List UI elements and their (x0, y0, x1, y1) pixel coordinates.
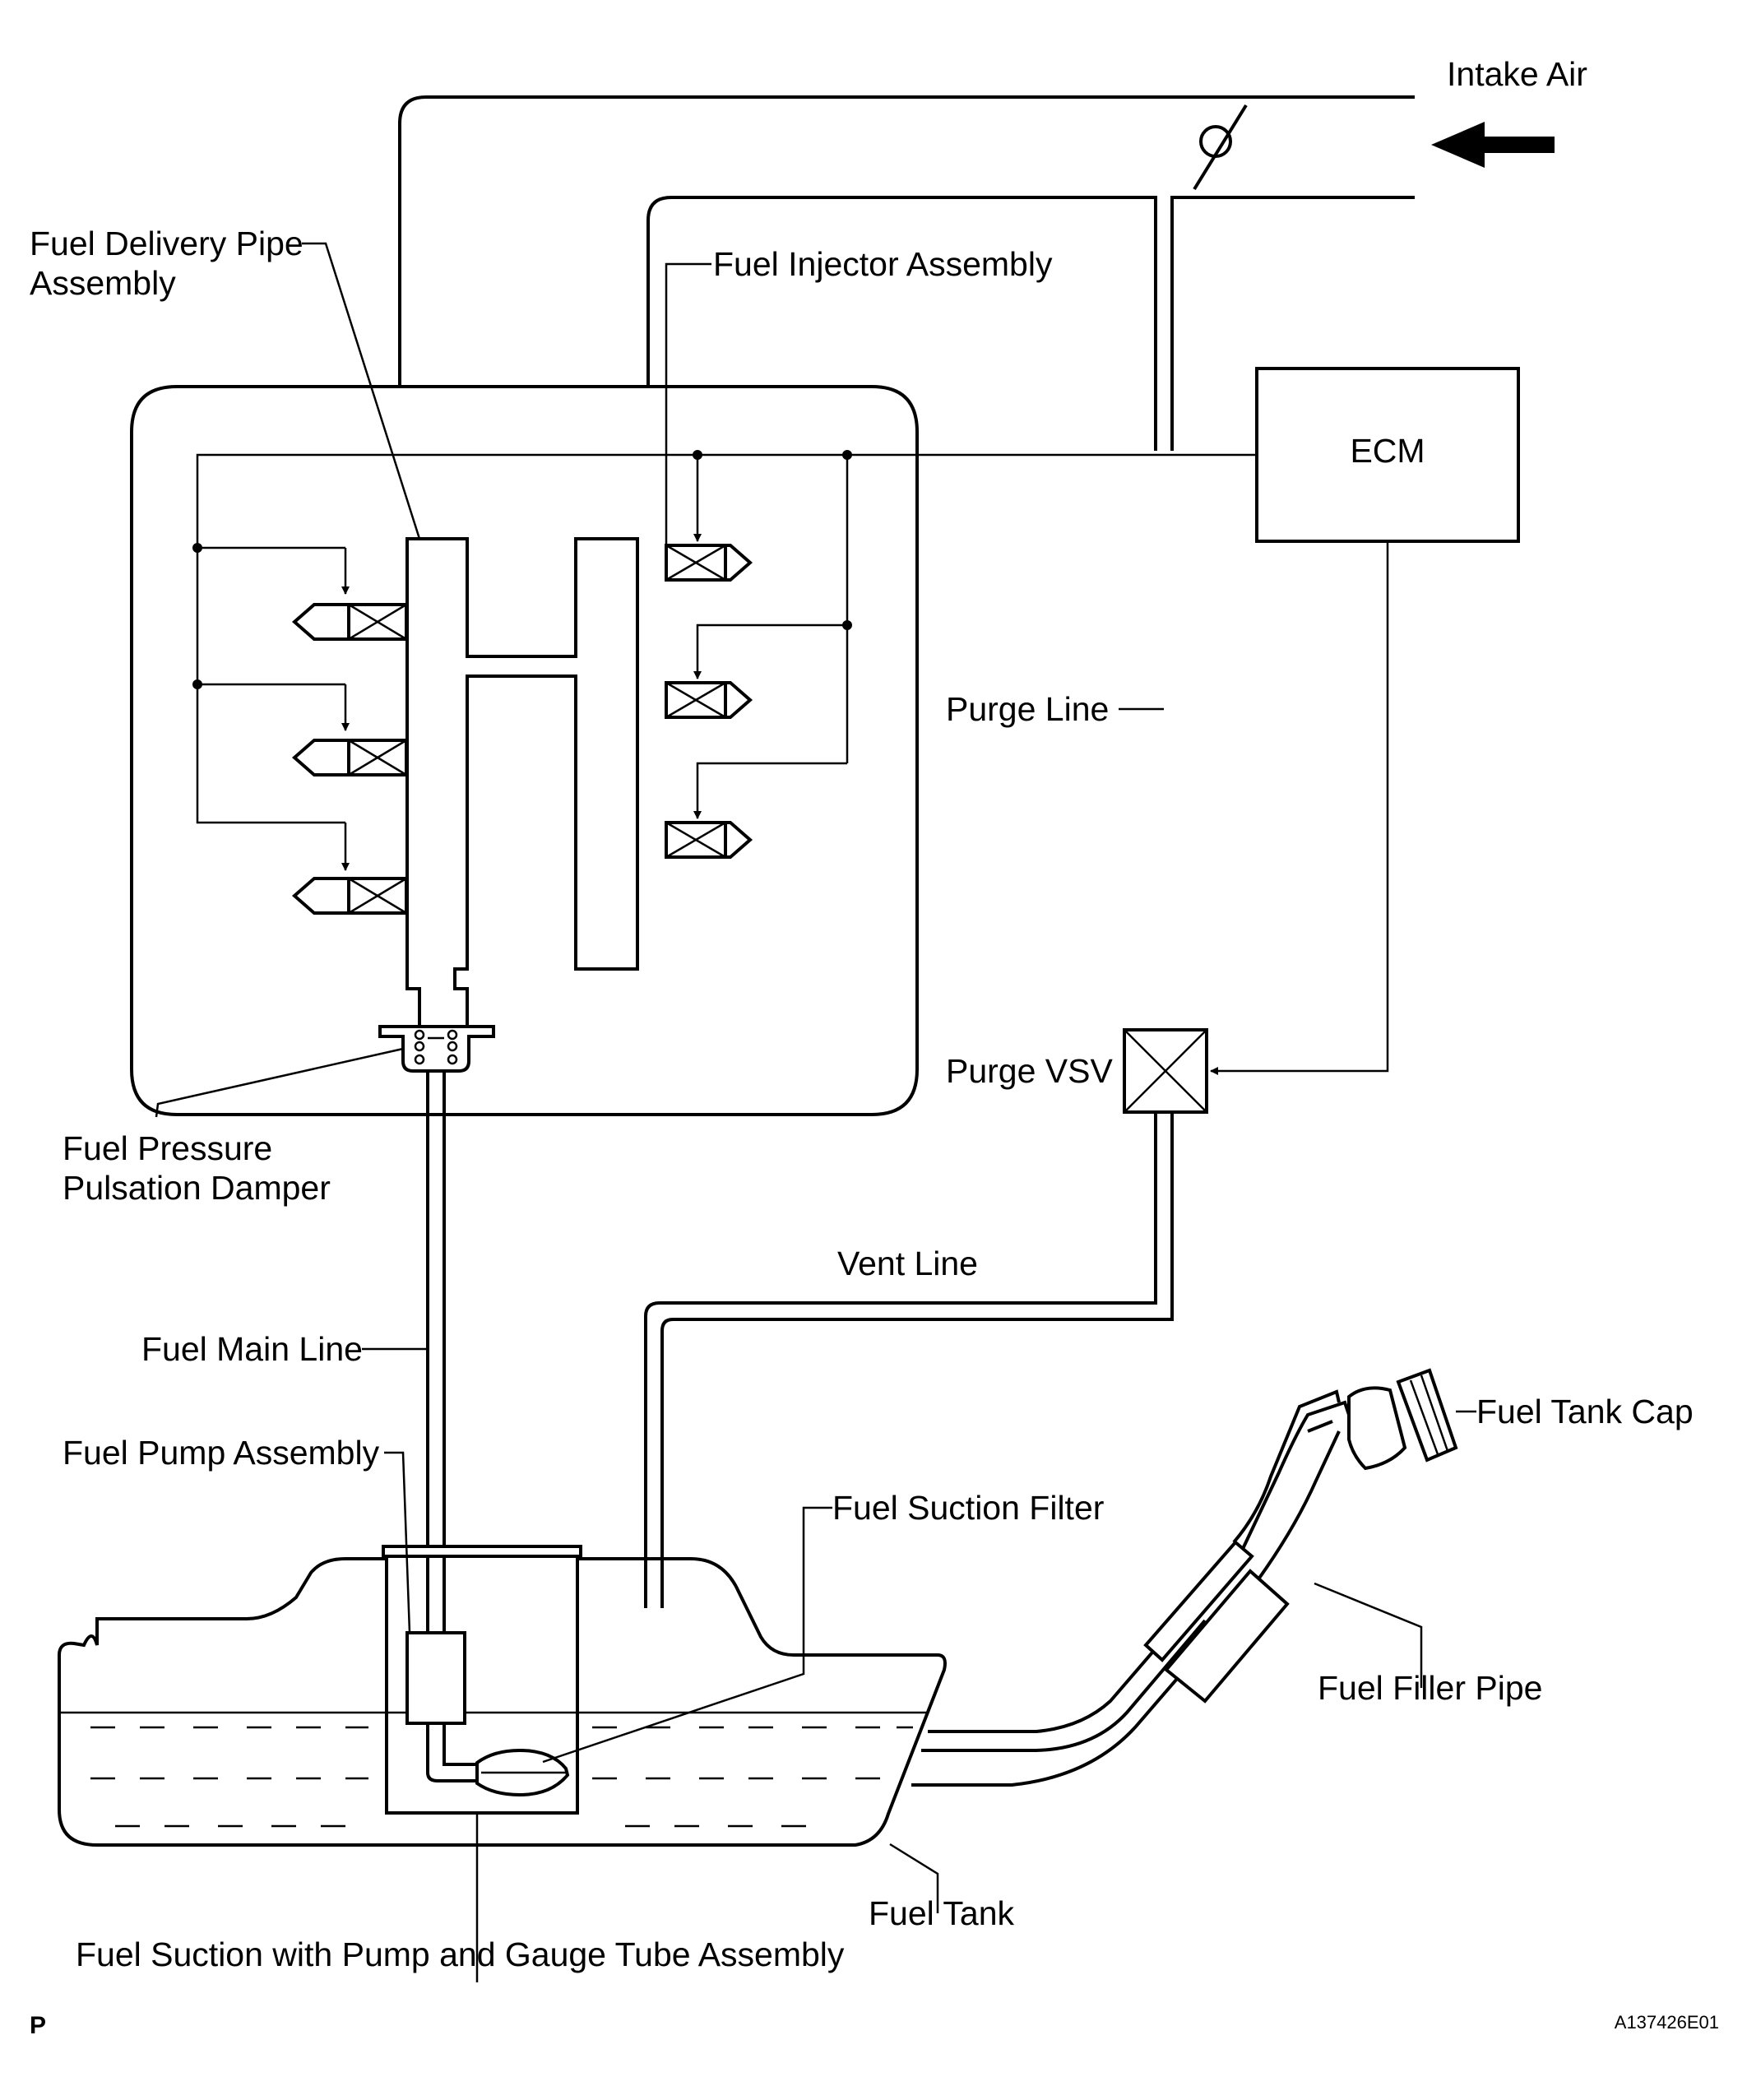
fuel-injector-left-2 (291, 739, 408, 776)
label-fuel-suction-filter: Fuel Suction Filter (832, 1489, 1104, 1527)
label-fuel-main-line: Fuel Main Line (141, 1330, 363, 1368)
corner-mark: P (30, 2012, 46, 2039)
label-purge-vsv: Purge VSV (946, 1052, 1113, 1090)
label-purge-line: Purge Line (946, 690, 1109, 728)
injector-wiring (192, 450, 1257, 871)
filler-pipe-hose-1 (1143, 1540, 1254, 1662)
purge-vsv (1123, 1028, 1208, 1114)
label-fuel-pressure-damper-line1: Fuel Pressure (63, 1129, 272, 1167)
fuel-pressure-pulsation-damper (378, 1025, 495, 1073)
fuel-injector-left-1 (291, 603, 408, 641)
ecm-label: ECM (1350, 432, 1425, 470)
fuel-injector-left-3 (291, 877, 408, 915)
label-fuel-pressure-damper-line2: Pulsation Damper (63, 1169, 331, 1207)
fuel-injector-right-3 (665, 821, 753, 859)
intake-manifold (398, 95, 1415, 451)
ecm-to-vsv-signal (1210, 541, 1389, 1075)
label-fuel-delivery-pipe-line2: Assembly (30, 264, 176, 302)
fuel-pump (405, 1556, 466, 1725)
label-intake-air: Intake Air (1447, 55, 1587, 93)
fuel-injector-right-1 (665, 544, 753, 582)
fuel-filler-pipe (911, 1389, 1351, 1787)
label-fuel-tank-cap: Fuel Tank Cap (1476, 1393, 1694, 1430)
filler-pipe-hose-2 (1164, 1569, 1290, 1704)
intake-air-arrow (1431, 122, 1555, 168)
label-fuel-tank: Fuel Tank (869, 1894, 1015, 1932)
label-vent-line: Vent Line (837, 1245, 978, 1282)
fuel-injector-right-2 (665, 681, 753, 719)
fuel-delivery-pipe (405, 537, 639, 1028)
label-fuel-filler-pipe: Fuel Filler Pipe (1318, 1669, 1542, 1707)
label-fuel-suction-tube-assembly: Fuel Suction with Pump and Gauge Tube As… (76, 1935, 845, 1973)
ecm-box: ECM (1255, 367, 1520, 543)
label-fuel-delivery-pipe-line1: Fuel Delivery Pipe (30, 225, 304, 262)
figure-code: A137426E01 (1615, 2012, 1719, 2033)
fuel-level-dashes (90, 1726, 913, 1828)
vent-line (644, 1112, 1174, 1608)
throttle-valve (1193, 104, 1248, 191)
label-fuel-pump-assembly: Fuel Pump Assembly (63, 1434, 380, 1472)
engine-block (130, 385, 919, 1116)
leader-lines (155, 242, 1476, 1982)
label-fuel-injector-assembly: Fuel Injector Assembly (713, 245, 1053, 283)
fuel-tank-cap (1347, 1368, 1458, 1471)
